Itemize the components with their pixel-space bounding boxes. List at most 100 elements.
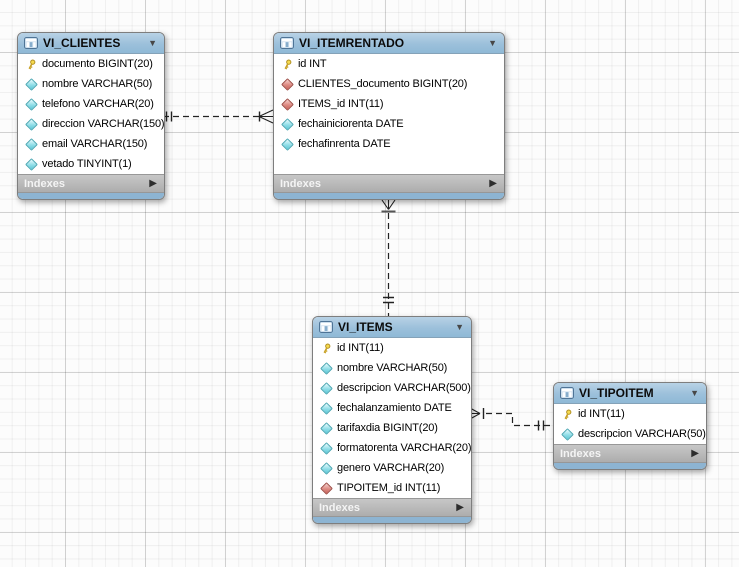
expand-arrow-icon[interactable]: ▶: [456, 501, 464, 513]
table-vi-clientes[interactable]: VI_CLIENTES ▼ documento BIGINT(20) nombre…: [17, 32, 165, 200]
attribute-diamond-icon: [319, 461, 333, 475]
attribute-diamond-icon: [24, 97, 38, 111]
field-row[interactable]: tarifaxdia BIGINT(20): [313, 418, 471, 438]
field-label: fechafinrenta DATE: [298, 138, 391, 150]
field-row[interactable]: nombre VARCHAR(50): [313, 358, 471, 378]
attribute-icon: [280, 137, 294, 151]
attribute-icon: [24, 117, 38, 131]
field-row[interactable]: descripcion VARCHAR(50): [554, 424, 706, 444]
expand-arrow-icon[interactable]: ▶: [489, 177, 497, 189]
primary-key-icon: [560, 409, 574, 420]
field-label: tarifaxdia BIGINT(20): [337, 422, 438, 434]
table-title: VI_ITEMRENTADO: [299, 36, 405, 50]
field-row[interactable]: ITEMS_id INT(11): [274, 94, 504, 114]
indexes-label: Indexes: [280, 177, 321, 190]
attribute-icon: [280, 117, 294, 131]
attribute-icon: [24, 97, 38, 111]
chevron-down-icon[interactable]: ▼: [455, 321, 464, 332]
table-header[interactable]: VI_ITEMS ▼: [313, 317, 471, 338]
field-row[interactable]: fechainiciorenta DATE: [274, 114, 504, 134]
foreign-key-diamond-icon: [319, 481, 333, 495]
relationship-items-tipoitem[interactable]: [469, 407, 553, 431]
expand-arrow-icon[interactable]: ▶: [149, 177, 157, 189]
foreign-key-icon: [319, 481, 333, 495]
attribute-diamond-icon: [319, 421, 333, 435]
table-title: VI_ITEMS: [338, 320, 393, 334]
attribute-icon: [560, 427, 574, 441]
attribute-icon: [319, 441, 333, 455]
attribute-diamond-icon: [280, 137, 294, 151]
column-list: id INT(11) nombre VARCHAR(50) descripcion …: [313, 338, 471, 498]
field-label: fechalanzamiento DATE: [337, 402, 452, 414]
indexes-label: Indexes: [560, 447, 601, 460]
table-grid-icon: [280, 37, 294, 49]
field-row[interactable]: vetado TINYINT(1): [18, 154, 164, 174]
field-row[interactable]: id INT(11): [313, 338, 471, 358]
attribute-icon: [24, 77, 38, 91]
field-label: email VARCHAR(150): [42, 138, 148, 150]
field-row[interactable]: telefono VARCHAR(20): [18, 94, 164, 114]
attribute-icon: [319, 401, 333, 415]
field-label: descripcion VARCHAR(50): [578, 428, 706, 440]
chevron-down-icon[interactable]: ▼: [148, 37, 157, 48]
attribute-diamond-icon: [319, 441, 333, 455]
attribute-diamond-icon: [319, 381, 333, 395]
table-header[interactable]: VI_TIPOITEM ▼: [554, 383, 706, 404]
field-row[interactable]: direccion VARCHAR(150): [18, 114, 164, 134]
chevron-down-icon[interactable]: ▼: [488, 37, 497, 48]
field-label: id INT: [298, 58, 327, 70]
field-label: vetado TINYINT(1): [42, 158, 132, 170]
primary-key-icon: [319, 343, 333, 354]
table-vi-tipoitem[interactable]: VI_TIPOITEM ▼ id INT(11) descripcion VARC…: [553, 382, 707, 470]
attribute-diamond-icon: [319, 401, 333, 415]
field-row[interactable]: id INT(11): [554, 404, 706, 424]
field-row[interactable]: descripcion VARCHAR(500): [313, 378, 471, 398]
attribute-icon: [319, 361, 333, 375]
attribute-icon: [24, 137, 38, 151]
foreign-key-icon: [280, 97, 294, 111]
indexes-section[interactable]: Indexes ▶: [18, 174, 164, 192]
field-row[interactable]: TIPOITEM_id INT(11): [313, 478, 471, 498]
column-list: documento BIGINT(20) nombre VARCHAR(50) te…: [18, 54, 164, 174]
field-label: CLIENTES_documento BIGINT(20): [298, 78, 468, 90]
relationship-itemrentado-items[interactable]: [381, 199, 396, 316]
field-label: nombre VARCHAR(50): [42, 78, 153, 90]
chevron-down-icon[interactable]: ▼: [690, 387, 699, 398]
indexes-label: Indexes: [319, 501, 360, 514]
indexes-section[interactable]: Indexes ▶: [313, 498, 471, 516]
field-label: id INT(11): [337, 342, 384, 354]
attribute-diamond-icon: [319, 361, 333, 375]
field-row[interactable]: documento BIGINT(20): [18, 54, 164, 74]
table-header[interactable]: VI_ITEMRENTADO ▼: [274, 33, 504, 54]
field-label: genero VARCHAR(20): [337, 462, 445, 474]
field-row[interactable]: fechafinrenta DATE: [274, 134, 504, 154]
table-bottom-bar: [554, 462, 706, 469]
table-title: VI_TIPOITEM: [579, 386, 654, 400]
field-row[interactable]: nombre VARCHAR(50): [18, 74, 164, 94]
field-label: id INT(11): [578, 408, 625, 420]
field-row[interactable]: id INT: [274, 54, 504, 74]
table-header[interactable]: VI_CLIENTES ▼: [18, 33, 164, 54]
attribute-icon: [319, 381, 333, 395]
field-row[interactable]: genero VARCHAR(20): [313, 458, 471, 478]
field-label: formatorenta VARCHAR(20): [337, 442, 472, 454]
indexes-label: Indexes: [24, 177, 65, 190]
indexes-section[interactable]: Indexes ▶: [274, 174, 504, 192]
field-label: descripcion VARCHAR(500): [337, 382, 471, 394]
table-title: VI_CLIENTES: [43, 36, 121, 50]
field-row[interactable]: email VARCHAR(150): [18, 134, 164, 154]
field-row[interactable]: formatorenta VARCHAR(20): [313, 438, 471, 458]
table-vi-itemrentado[interactable]: VI_ITEMRENTADO ▼ id INT CLIENTES_document…: [273, 32, 505, 200]
attribute-diamond-icon: [560, 427, 574, 441]
expand-arrow-icon[interactable]: ▶: [691, 447, 699, 459]
field-row[interactable]: fechalanzamiento DATE: [313, 398, 471, 418]
table-grid-icon: [319, 321, 333, 333]
attribute-icon: [319, 421, 333, 435]
table-bottom-bar: [313, 516, 471, 523]
field-row[interactable]: CLIENTES_documento BIGINT(20): [274, 74, 504, 94]
indexes-section[interactable]: Indexes ▶: [554, 444, 706, 462]
relationship-clientes-itemrentado[interactable]: [163, 109, 274, 124]
table-vi-items[interactable]: VI_ITEMS ▼ id INT(11) nombre VARCHAR(50) d…: [312, 316, 472, 524]
table-bottom-bar: [274, 192, 504, 199]
